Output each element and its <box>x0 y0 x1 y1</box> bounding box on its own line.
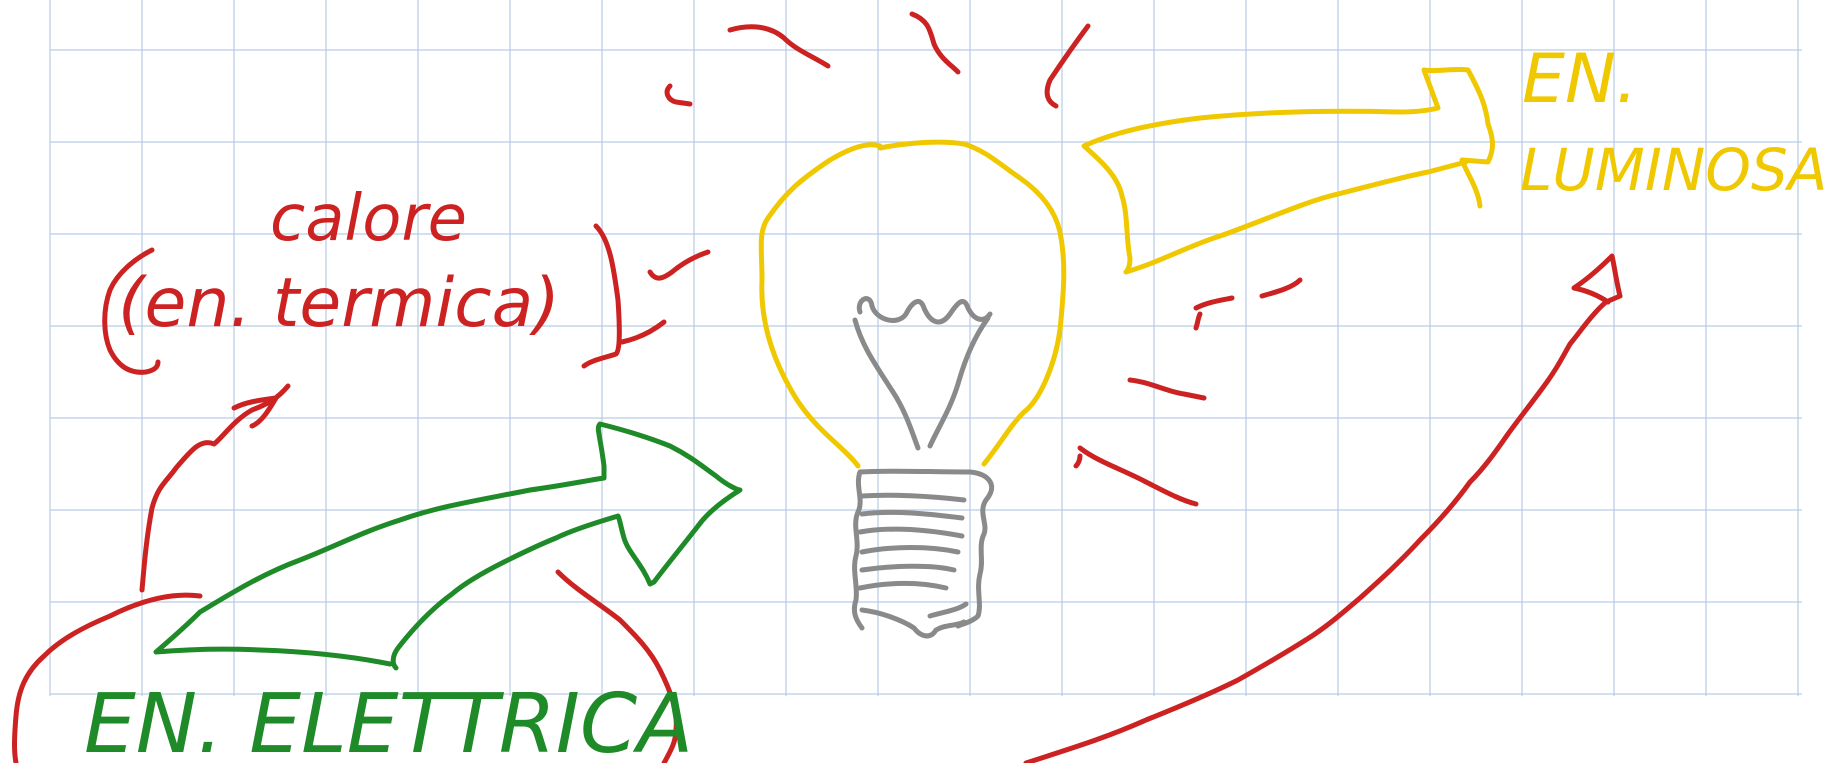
heat-ray <box>1044 23 1091 109</box>
heat-ray <box>727 24 831 69</box>
curve-electric-to-light <box>12 253 1623 763</box>
heat-label-bracket-left <box>102 247 161 375</box>
graph-paper-grid <box>49 0 1802 696</box>
bulb-filament <box>856 296 993 325</box>
heat-ray <box>1073 453 1083 469</box>
light-bulb <box>758 139 1067 639</box>
bulb-filament-left-wire <box>852 317 921 451</box>
heat-ray <box>1077 445 1199 507</box>
electric-energy-label: EN. ELETTRICA <box>84 677 693 763</box>
heat-ray <box>1193 311 1203 331</box>
arrow-to-heat <box>139 383 291 593</box>
arrow-electric-to-bulb <box>153 421 743 671</box>
heat-label-bracket-right <box>581 223 667 369</box>
bulb-glass-outline <box>758 139 1067 469</box>
heat-ray <box>1193 295 1235 311</box>
heat-word-label: calore <box>270 182 467 256</box>
bulb-screw-base <box>851 468 994 639</box>
arrow-to-light-energy <box>1081 66 1495 275</box>
bulb-filament-right-wire <box>927 315 991 449</box>
light-energy-label-line1: EN. <box>1522 40 1637 119</box>
heat-detail-label: (en. termica) <box>118 264 560 343</box>
heat-ray <box>1259 277 1303 299</box>
heat-rays <box>647 11 1303 507</box>
heat-ray <box>647 249 711 281</box>
light-energy-label-line2: LUMINOSA <box>1520 136 1824 204</box>
heat-ray <box>1127 377 1207 401</box>
heat-ray <box>664 83 693 107</box>
heat-ray <box>909 11 961 75</box>
